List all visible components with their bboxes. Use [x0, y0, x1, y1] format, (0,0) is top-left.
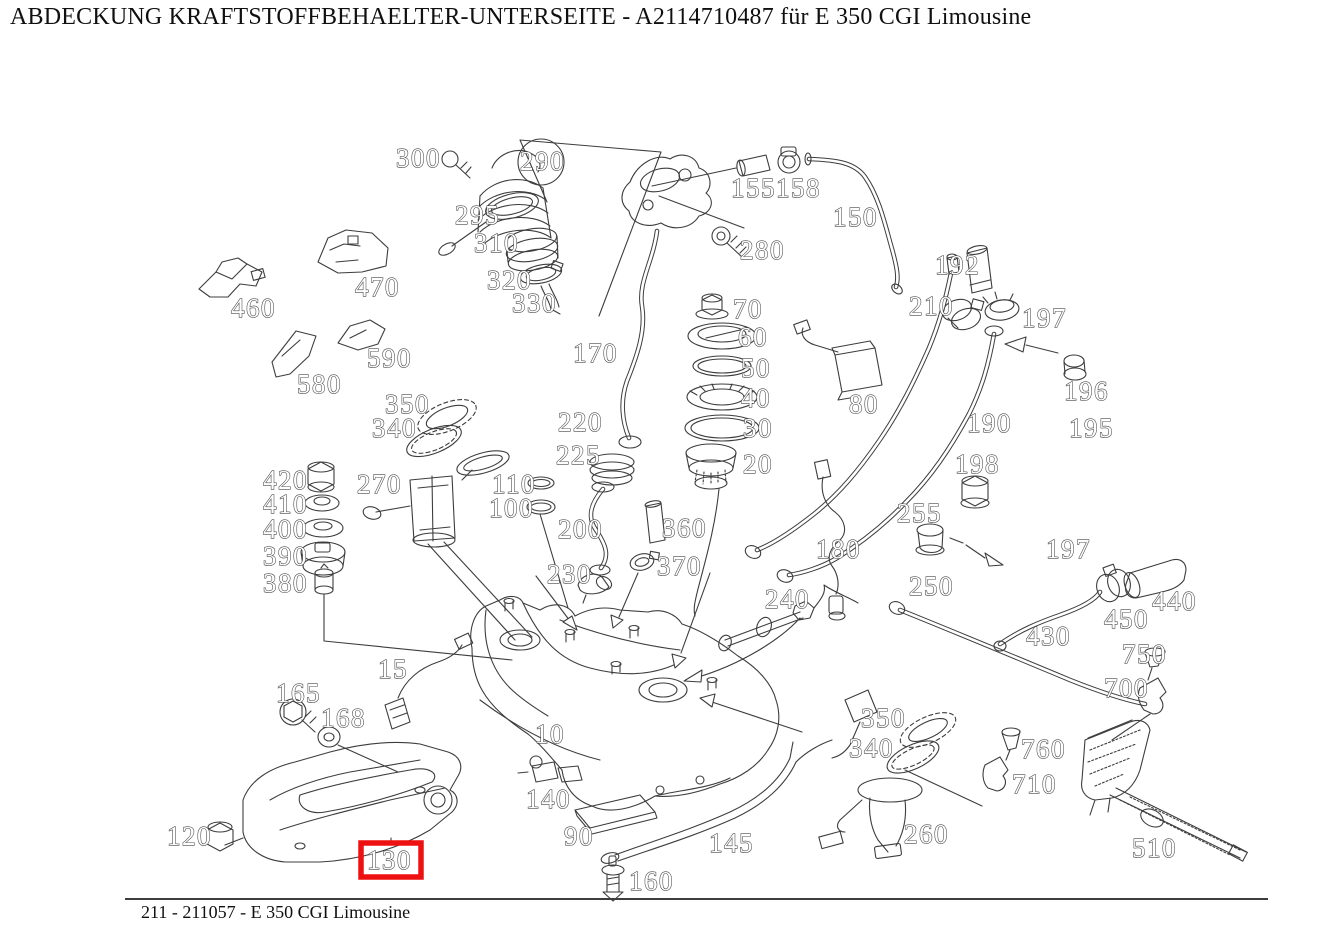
part-label-120[interactable]: 120 [166, 820, 212, 851]
part-label-310[interactable]: 310 [473, 227, 519, 258]
part-label-400[interactable]: 400 [262, 513, 308, 544]
part-label-170[interactable]: 170 [572, 337, 618, 368]
part-label-168[interactable]: 168 [320, 702, 366, 733]
part-label-190[interactable]: 190 [966, 407, 1012, 438]
part-label-320[interactable]: 320 [486, 264, 532, 295]
part-label-410[interactable]: 410 [262, 488, 308, 519]
part-label-155[interactable]: 155 [730, 172, 776, 203]
part-label-130-highlighted[interactable]: 130 [366, 844, 412, 875]
part-label-90[interactable]: 90 [563, 820, 594, 851]
part-label-700[interactable]: 700 [1103, 672, 1149, 703]
part-label-370[interactable]: 370 [656, 550, 702, 581]
part-label-470[interactable]: 470 [354, 271, 400, 302]
part-label-160[interactable]: 160 [628, 865, 674, 896]
part-label-158[interactable]: 158 [775, 172, 821, 203]
part-label-350[interactable]: 350 [384, 388, 430, 419]
part-label-100[interactable]: 100 [488, 492, 534, 523]
part-label-197[interactable]: 197 [1021, 302, 1067, 333]
part-label-240[interactable]: 240 [764, 583, 810, 614]
part-label-340[interactable]: 340 [848, 732, 894, 763]
part-label-250[interactable]: 250 [908, 570, 954, 601]
footer-caption: 211 - 211057 - E 350 CGI Limousine [141, 902, 411, 922]
part-label-50[interactable]: 50 [740, 352, 771, 383]
part-label-220[interactable]: 220 [557, 406, 603, 437]
part-label-430[interactable]: 430 [1025, 620, 1071, 651]
part-label-195[interactable]: 195 [1068, 412, 1114, 443]
part-label-110[interactable]: 110 [491, 468, 536, 499]
part-label-230[interactable]: 230 [546, 558, 592, 589]
highlight-box [358, 840, 424, 880]
part-label-460[interactable]: 460 [230, 292, 276, 323]
part-label-20[interactable]: 20 [742, 448, 773, 479]
diagram-line-art [198, 138, 1248, 902]
part-label-225[interactable]: 225 [555, 439, 601, 470]
part-label-340[interactable]: 340 [371, 412, 417, 443]
footer-divider [125, 898, 1268, 900]
part-label-260[interactable]: 260 [903, 818, 949, 849]
part-label-200[interactable]: 200 [557, 513, 603, 544]
part-label-10[interactable]: 10 [534, 718, 565, 749]
part-label-270[interactable]: 270 [356, 468, 402, 499]
page-title: ABDECKUNG KRAFTSTOFFBEHAELTER-UNTERSEITE… [10, 4, 1032, 30]
part-label-140[interactable]: 140 [525, 783, 571, 814]
part-label-197[interactable]: 197 [1045, 533, 1091, 564]
part-label-590[interactable]: 590 [366, 342, 412, 373]
part-label-280[interactable]: 280 [739, 234, 785, 265]
part-label-440[interactable]: 440 [1151, 585, 1197, 616]
part-label-710[interactable]: 710 [1011, 768, 1057, 799]
part-label-350[interactable]: 350 [860, 702, 906, 733]
part-label-15[interactable]: 15 [377, 653, 408, 684]
part-label-210[interactable]: 210 [908, 290, 954, 321]
part-label-60[interactable]: 60 [737, 321, 768, 352]
part-label-198[interactable]: 198 [954, 448, 1000, 479]
part-label-295[interactable]: 295 [454, 199, 500, 230]
part-label-70[interactable]: 70 [732, 293, 763, 324]
part-label-450[interactable]: 450 [1103, 603, 1149, 634]
part-label-510[interactable]: 510 [1131, 832, 1177, 863]
part-label-390[interactable]: 390 [262, 540, 308, 571]
part-label-420[interactable]: 420 [262, 464, 308, 495]
part-label-255[interactable]: 255 [896, 497, 942, 528]
part-label-300[interactable]: 300 [395, 142, 441, 173]
part-label-760[interactable]: 760 [1020, 733, 1066, 764]
part-label-360[interactable]: 360 [661, 512, 707, 543]
part-label-180[interactable]: 180 [815, 533, 861, 564]
part-label-145[interactable]: 145 [708, 827, 754, 858]
part-label-192[interactable]: 192 [934, 249, 980, 280]
part-label-80[interactable]: 80 [848, 388, 879, 419]
part-label-750[interactable]: 750 [1121, 638, 1167, 669]
part-label-196[interactable]: 196 [1063, 375, 1109, 406]
part-label-30[interactable]: 30 [742, 412, 773, 443]
part-label-330[interactable]: 330 [511, 287, 557, 318]
part-label-290[interactable]: 290 [519, 145, 565, 176]
part-label-150[interactable]: 150 [832, 201, 878, 232]
part-label-380[interactable]: 380 [262, 567, 308, 598]
part-label-580[interactable]: 580 [296, 368, 342, 399]
part-label-40[interactable]: 40 [740, 382, 771, 413]
part-label-165[interactable]: 165 [275, 677, 321, 708]
